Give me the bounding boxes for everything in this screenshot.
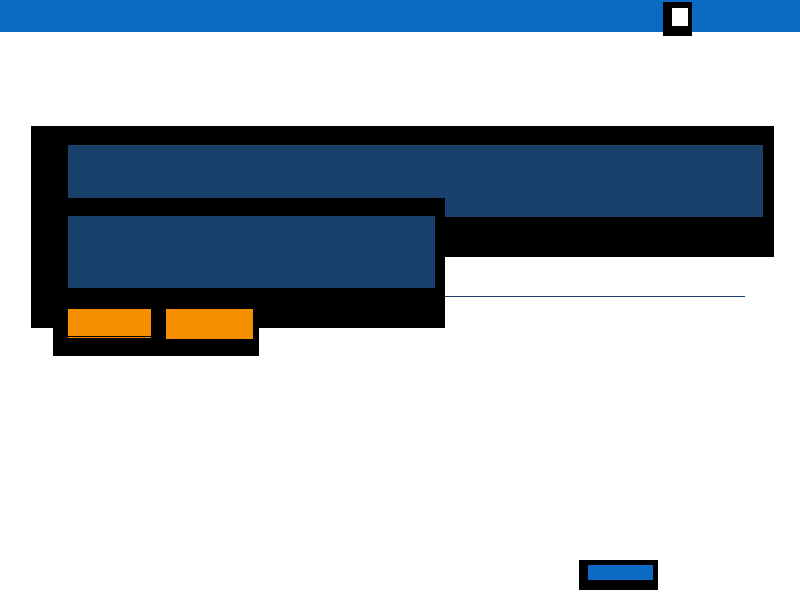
primary-action-button[interactable] — [68, 309, 151, 339]
divider-line — [445, 296, 745, 297]
square-icon — [672, 8, 688, 26]
bottom-button-container — [579, 560, 658, 590]
topbar-icon-button[interactable] — [663, 2, 692, 36]
inner-content-bar — [68, 216, 435, 288]
top-bar — [0, 0, 800, 36]
action-button-row — [53, 300, 259, 356]
bottom-action-button[interactable] — [588, 565, 653, 580]
secondary-action-button[interactable] — [166, 309, 253, 339]
